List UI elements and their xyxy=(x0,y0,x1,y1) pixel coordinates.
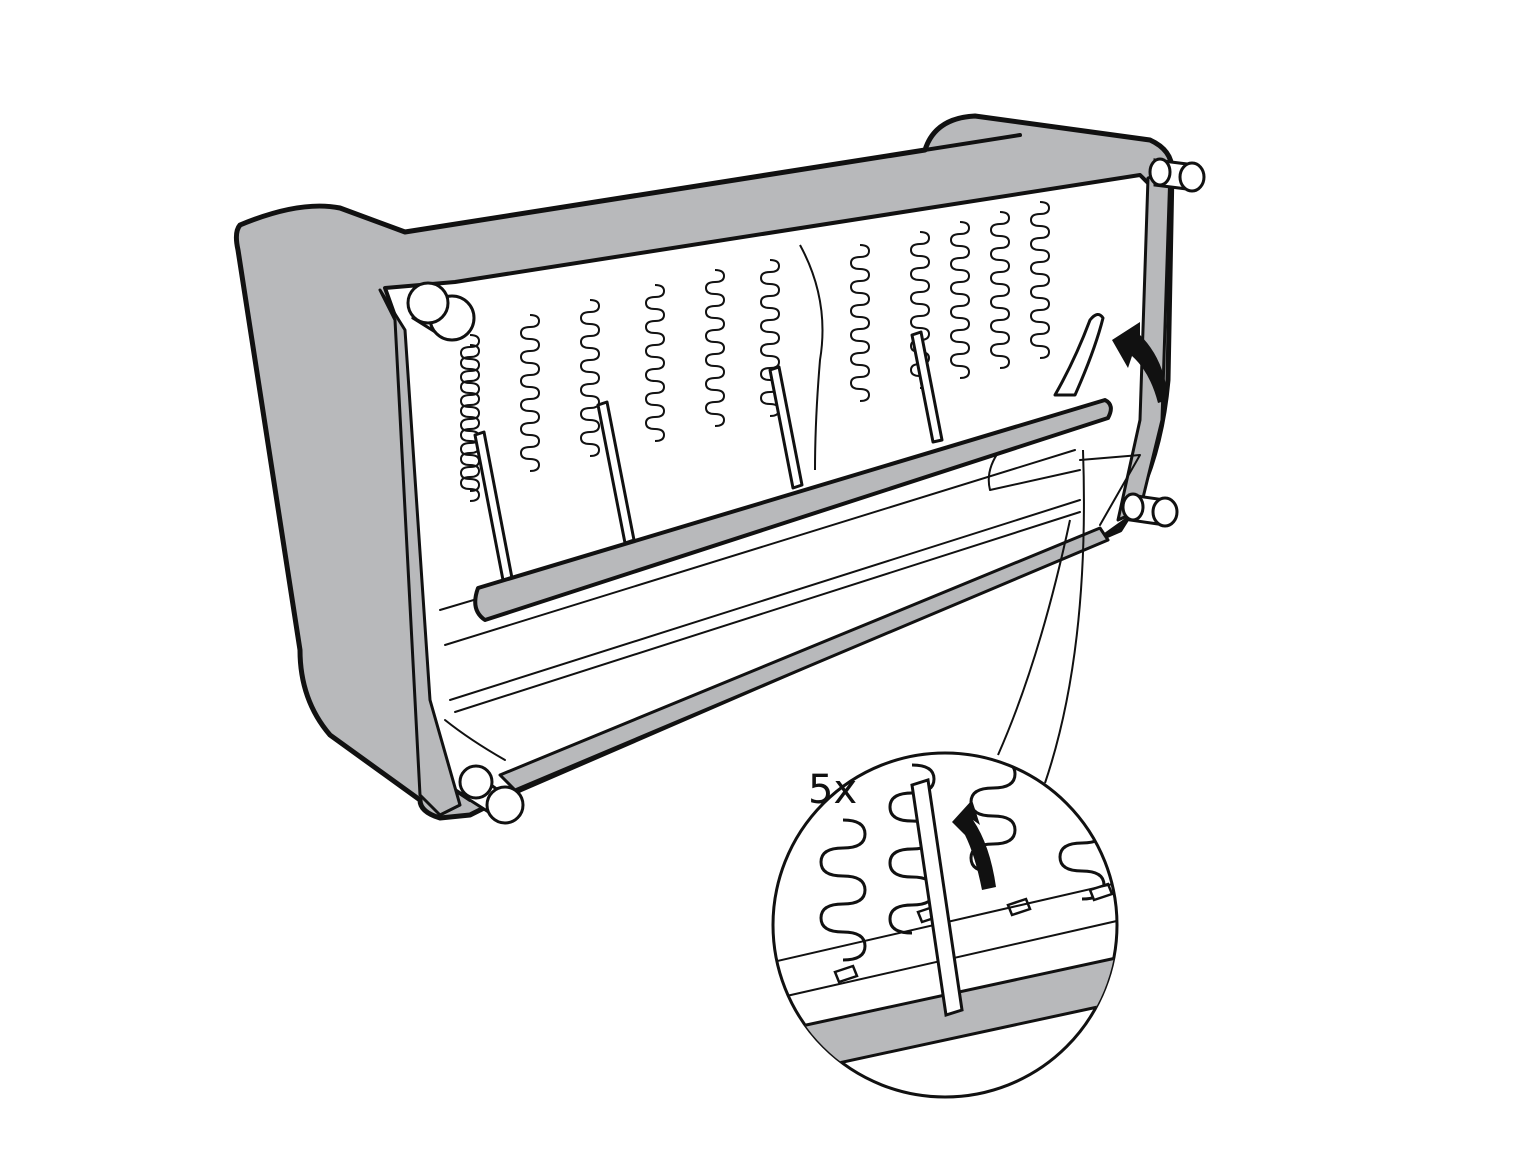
leg-top-right xyxy=(1148,157,1206,193)
repeat-count-label: 5x xyxy=(808,767,858,813)
curved-arrow-up-icon xyxy=(1112,322,1168,403)
leg-bottom-left xyxy=(458,764,525,825)
loose-wire xyxy=(799,244,824,471)
leg-mid-right xyxy=(1121,492,1179,528)
left-arm-panel xyxy=(378,288,462,817)
front-fabric-strip xyxy=(498,526,1110,792)
sofa-body xyxy=(233,113,1175,821)
leg-top-left xyxy=(406,281,476,342)
detail-arrow-icon xyxy=(952,800,996,890)
support-rod-loop xyxy=(1053,313,1105,397)
magnifier-callout xyxy=(997,449,1085,784)
support-rod xyxy=(768,365,804,490)
fabric-rail xyxy=(473,398,1113,622)
support-rods xyxy=(473,313,1105,582)
support-rod xyxy=(910,330,944,444)
sofa-legs xyxy=(406,157,1206,825)
